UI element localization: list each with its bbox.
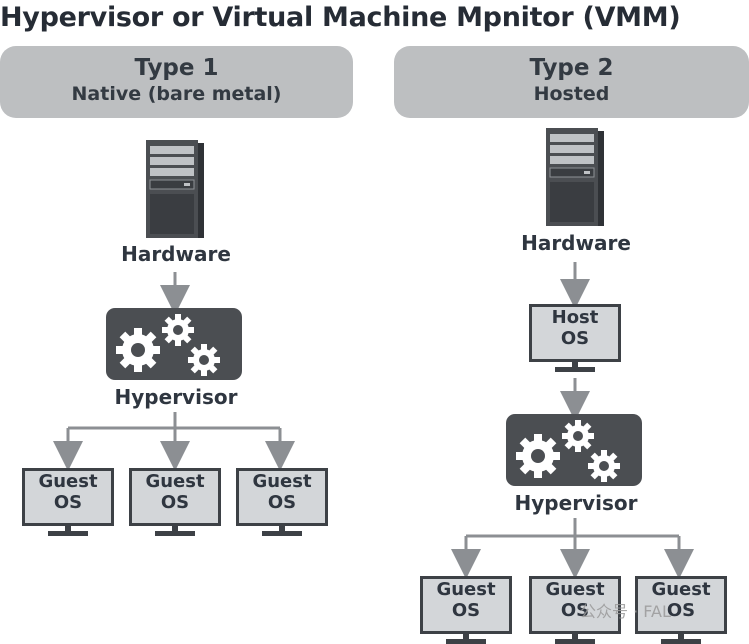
type1-server-icon: [146, 140, 204, 238]
type1-subheading: Native (bare metal): [71, 83, 282, 105]
type2-server-icon: [546, 128, 604, 226]
type2-hypervisor-label: Hypervisor: [514, 491, 638, 515]
gears-icon: [116, 314, 220, 376]
type2-subheading: Hosted: [533, 83, 610, 105]
type2-hardware-label: Hardware: [521, 231, 631, 255]
type1-heading: Type 1: [134, 55, 219, 81]
type1-hypervisor-box: [106, 308, 242, 380]
type1-hypervisor-label: Hypervisor: [114, 385, 238, 409]
type2-header: Type 2 Hosted: [394, 46, 749, 118]
watermark: 公众号 · FAL: [580, 602, 671, 621]
type1-header: Type 1 Native (bare metal): [0, 46, 353, 118]
gears-icon: [516, 420, 620, 482]
type1-hardware-label: Hardware: [121, 242, 231, 266]
type2-heading: Type 2: [529, 55, 614, 81]
type2-hypervisor-box: [506, 414, 642, 486]
diagram-title: Hypervisor or Virtual Machine Mpnitor (V…: [0, 2, 681, 33]
